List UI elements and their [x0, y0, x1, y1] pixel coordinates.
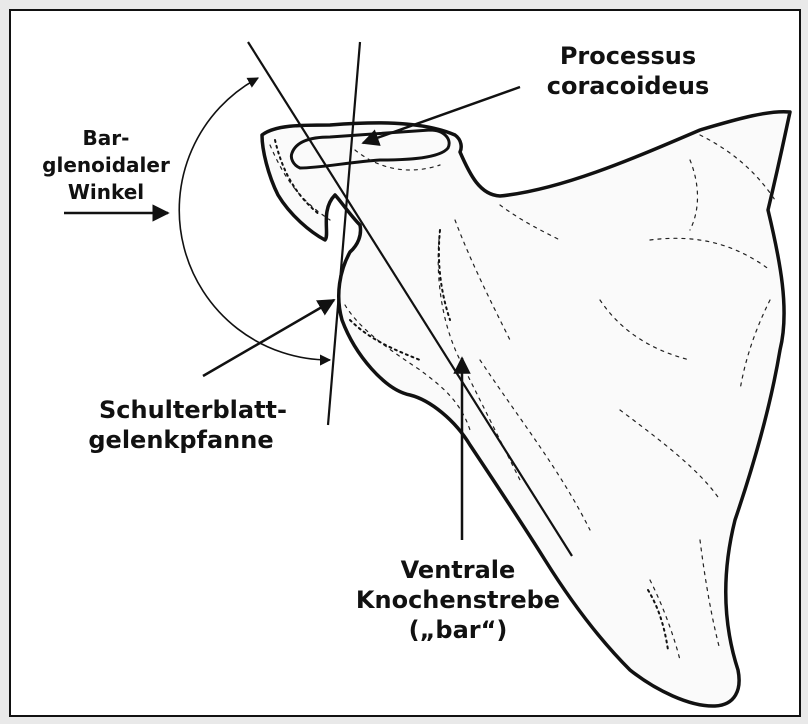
bar-label-line3: („bar“): [409, 616, 508, 644]
glenoid-label-line2: gelenkpfanne: [88, 426, 273, 454]
processus-label-line2: coracoideus: [547, 72, 710, 100]
bar-label-line2: Knochenstrebe: [356, 586, 560, 614]
bar-label-line1: Ventrale: [401, 556, 516, 584]
glenoid-label-line1: Schulterblatt-: [99, 396, 287, 424]
angle-label-line1: Bar-: [83, 126, 130, 150]
angle-label-line2: glenoidaler: [42, 153, 170, 177]
glenoid-arrow: [203, 300, 334, 376]
glenoid-axis-line: [328, 42, 360, 425]
processus-label-line1: Processus: [560, 42, 696, 70]
scapula-outline: [262, 112, 790, 706]
angle-label-line3: Winkel: [68, 180, 144, 204]
